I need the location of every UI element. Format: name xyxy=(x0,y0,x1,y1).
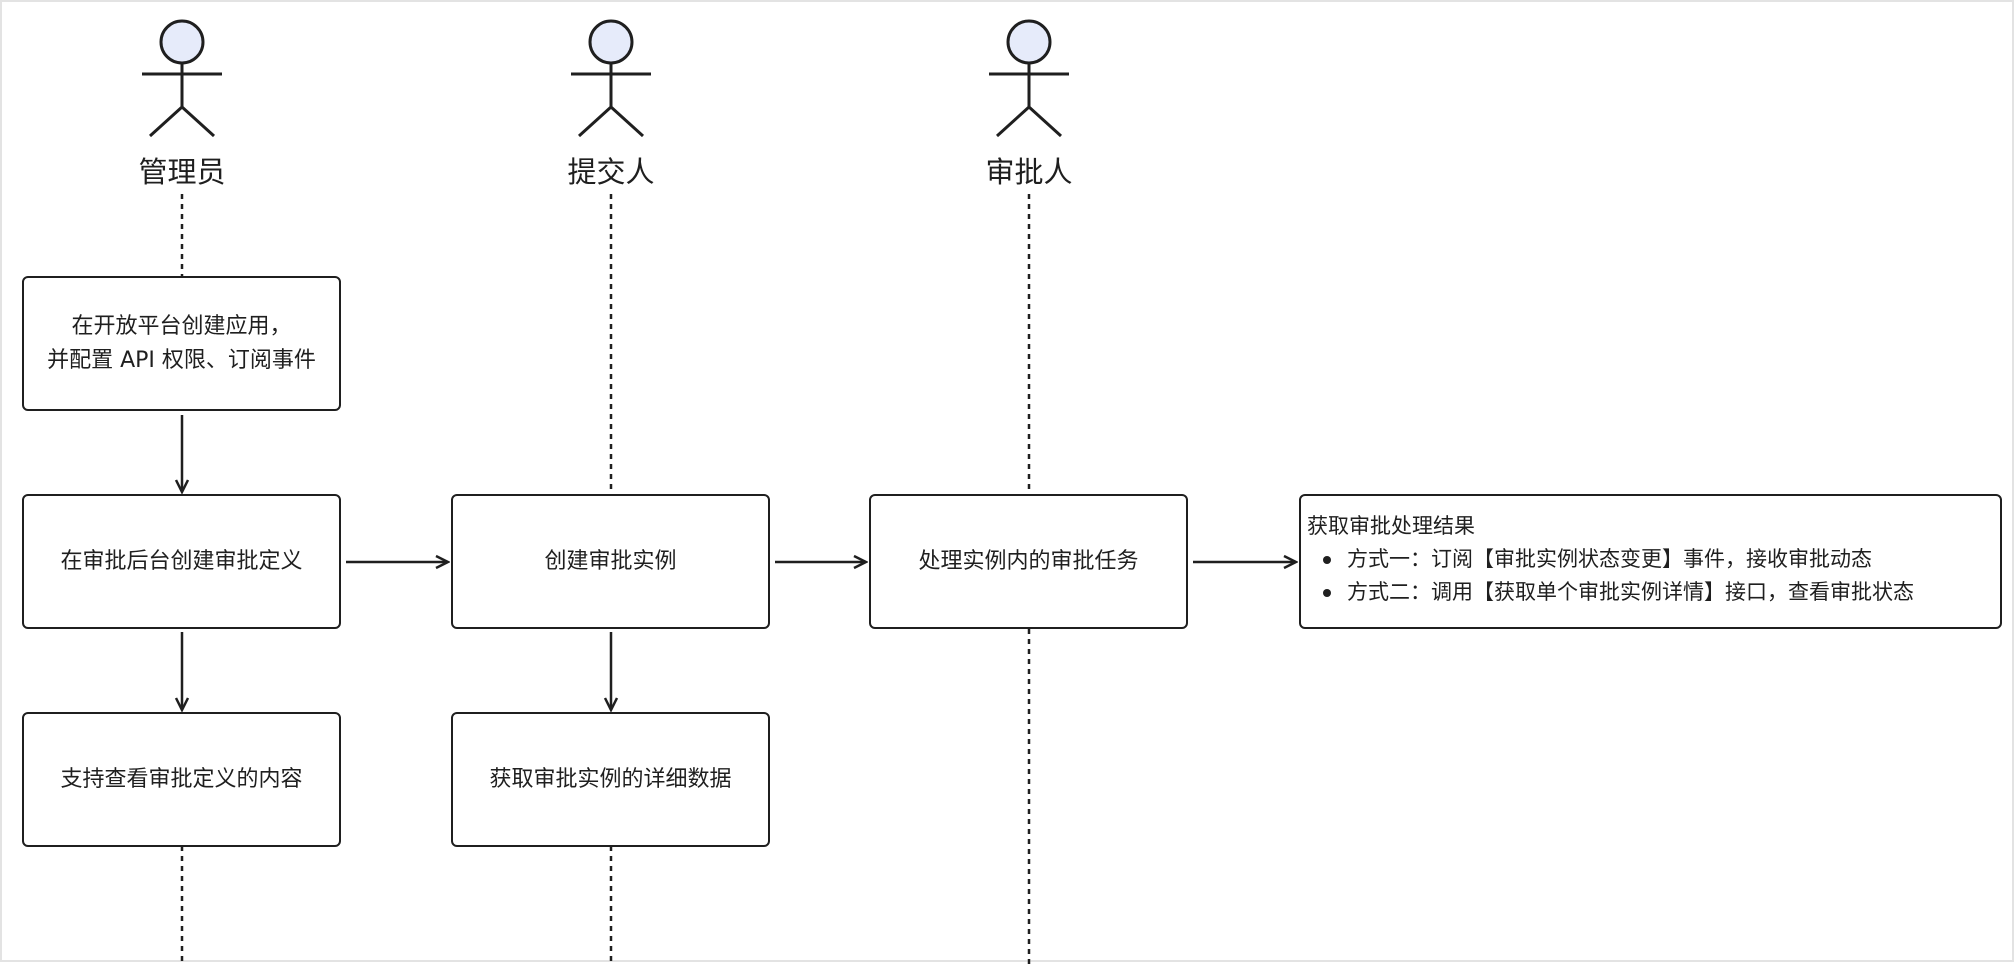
node-text-line: 获取审批实例的详细数据 xyxy=(489,766,732,792)
node-text-line: 创建审批实例 xyxy=(544,548,677,574)
actor-label-submitter: 提交人 xyxy=(567,155,655,189)
node-create-definition: 在审批后台创建审批定义 xyxy=(22,494,341,629)
actor-right-leg xyxy=(1027,105,1063,138)
node-text-line: 支持查看审批定义的内容 xyxy=(60,766,303,792)
node-create-app: 在开放平台创建应用， 并配置 API 权限、订阅事件 xyxy=(22,276,341,411)
node-text-line: 并配置 API 权限、订阅事件 xyxy=(47,347,316,373)
node-get-result: 获取审批处理结果 方式一：订阅【审批实例状态变更】事件，接收审批动态 方式二：调… xyxy=(1299,494,2002,629)
actor-head xyxy=(159,19,205,65)
actor-figure-approver xyxy=(989,19,1069,138)
node-create-instance: 创建审批实例 xyxy=(451,494,770,629)
actor-left-leg xyxy=(995,105,1031,138)
actor-head xyxy=(1006,19,1052,65)
actor-figure-admin xyxy=(142,19,222,138)
actor-label-admin: 管理员 xyxy=(138,155,226,189)
result-method-list: 方式一：订阅【审批实例状态变更】事件，接收审批动态 方式二：调用【获取单个审批实… xyxy=(1307,543,2000,609)
node-get-instance-detail: 获取审批实例的详细数据 xyxy=(451,712,770,847)
node-text-line: 处理实例内的审批任务 xyxy=(918,548,1139,574)
actor-head xyxy=(588,19,634,65)
actor-left-leg xyxy=(577,105,613,138)
actor-left-leg xyxy=(148,105,184,138)
actor-right-leg xyxy=(609,105,645,138)
actor-figure-submitter xyxy=(571,19,651,138)
node-text-line: 在开放平台创建应用， xyxy=(71,313,292,339)
node-result-title: 获取审批处理结果 xyxy=(1307,514,1475,538)
node-handle-task: 处理实例内的审批任务 xyxy=(869,494,1188,629)
actor-label-approver: 审批人 xyxy=(985,155,1073,189)
result-method-item: 方式一：订阅【审批实例状态变更】事件，接收审批动态 xyxy=(1323,543,2000,576)
node-text-line: 在审批后台创建审批定义 xyxy=(60,548,303,574)
actor-right-leg xyxy=(180,105,216,138)
result-method-item: 方式二：调用【获取单个审批实例详情】接口，查看审批状态 xyxy=(1323,576,2000,609)
node-view-definition: 支持查看审批定义的内容 xyxy=(22,712,341,847)
